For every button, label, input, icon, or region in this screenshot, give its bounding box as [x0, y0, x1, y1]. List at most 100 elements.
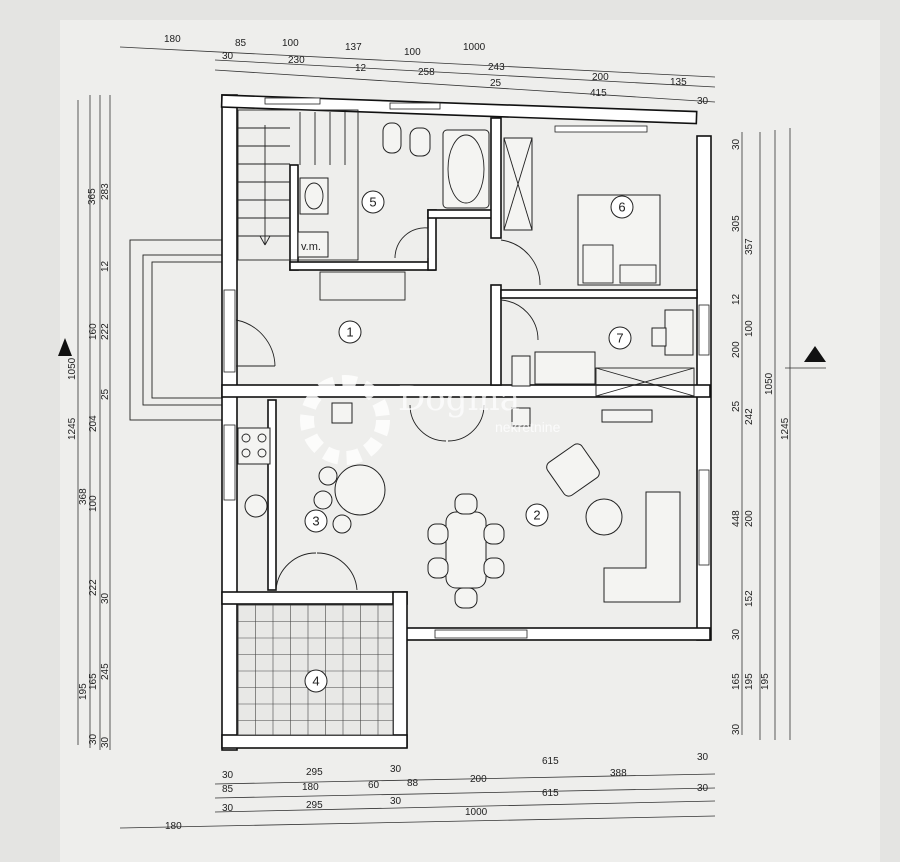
dimension-label: 30: [697, 752, 709, 763]
windows: [223, 97, 710, 639]
dimension-label: 222: [100, 323, 111, 340]
dimension-label: 25: [490, 78, 502, 89]
bathroom-fixtures: [297, 122, 490, 259]
dimension-label: 30: [222, 803, 234, 814]
dimension-label: 195: [760, 673, 771, 690]
dimension-label: 305: [731, 215, 742, 232]
dimension-label: 25: [731, 400, 742, 412]
dimension-label: 1050: [67, 357, 78, 380]
dimension-label: 30: [697, 96, 709, 107]
dimension-label: 1245: [780, 417, 791, 440]
dimension-label: 30: [100, 736, 111, 748]
dimension-lines: [77, 46, 791, 829]
dimension-label: 195: [78, 683, 89, 700]
dimension-label: 295: [306, 800, 323, 811]
dimension-label: 30: [731, 723, 742, 735]
dimension-label: 12: [100, 260, 111, 272]
dimension-label: 30: [731, 628, 742, 640]
dimension-label: 165: [731, 673, 742, 690]
walls: [220, 94, 712, 751]
dimension-label: 368: [78, 488, 89, 505]
dimension-label: 85: [235, 38, 247, 49]
watermark-logo-icon: [300, 375, 390, 465]
dimension-label: 30: [731, 138, 742, 150]
room-label-4: 4: [304, 669, 328, 693]
dimension-label: 180: [164, 34, 181, 45]
room-number: 2: [533, 508, 540, 523]
kitchen-furniture: [237, 402, 485, 591]
dimension-label: 30: [100, 592, 111, 604]
dimension-label: 448: [731, 510, 742, 527]
dimension-label: 415: [590, 88, 607, 99]
dining-set: [427, 493, 505, 609]
dimension-label: 204: [88, 415, 99, 432]
dimension-label: 85: [222, 784, 234, 795]
dimension-label: 200: [470, 774, 487, 785]
watermark-brand: Dogma: [398, 379, 520, 419]
dimension-label: 615: [542, 756, 559, 767]
dimension-label: 25: [100, 388, 111, 400]
watermark-sub: nekretnine: [495, 419, 561, 435]
dimension-label: 245: [100, 663, 111, 680]
wc-label: v.m.: [301, 241, 321, 253]
watermark: Dogma nekretnine: [300, 375, 561, 465]
dimension-label: 165: [88, 673, 99, 690]
room-number: 7: [616, 331, 623, 346]
room-number: 3: [312, 514, 319, 529]
dimension-label: 100: [88, 495, 99, 512]
room-label-3: 3: [304, 509, 328, 533]
room-labels: 1 2 3 4 5 6 7 v.m.: [301, 190, 634, 693]
dimension-label: 135: [670, 77, 687, 88]
tile-grid: [237, 604, 393, 735]
dimension-label: 100: [404, 47, 421, 58]
dimension-label: 152: [744, 590, 755, 607]
dimension-label: 30: [390, 764, 402, 775]
room-number: 5: [369, 195, 376, 210]
dimension-label: 30: [222, 51, 234, 62]
dimension-label: 1245: [67, 417, 78, 440]
dimension-label: 12: [731, 293, 742, 305]
dimension-label: 357: [744, 238, 755, 255]
room-7-furniture: [500, 299, 695, 397]
dimension-label: 60: [368, 780, 380, 791]
dimension-label: 1000: [463, 42, 486, 53]
room-label-5: 5: [361, 190, 385, 214]
hall-fixtures: [235, 271, 406, 367]
dimension-label: 1000: [465, 807, 488, 818]
dimension-label: 30: [222, 770, 234, 781]
room-label-1: 1: [338, 320, 362, 344]
room-label-6: 6: [610, 195, 634, 219]
dimension-label: 100: [744, 320, 755, 337]
room-number: 6: [618, 200, 625, 215]
dimension-label: 180: [302, 782, 319, 793]
dimension-label: 160: [88, 323, 99, 340]
dimension-label: 1050: [764, 372, 775, 395]
dimension-label: 230: [288, 55, 305, 66]
staircase: [237, 109, 359, 261]
dimension-label: 295: [306, 767, 323, 778]
dimension-label: 365: [87, 188, 98, 205]
room-number: 4: [312, 674, 319, 689]
section-marker-left: [58, 338, 72, 356]
dimension-label: 200: [744, 510, 755, 527]
dimension-label: 195: [744, 673, 755, 690]
dimension-label: 615: [542, 788, 559, 799]
dimension-label: 258: [418, 67, 435, 78]
section-marker-right: [785, 346, 826, 369]
dimension-label: 30: [697, 783, 709, 794]
living-furniture: [511, 407, 681, 603]
dimension-label: 243: [488, 62, 505, 73]
dimension-label: 100: [282, 38, 299, 49]
dimension-label: 222: [88, 579, 99, 596]
dimension-label: 283: [100, 183, 111, 200]
dimension-label: 180: [165, 821, 182, 832]
dimension-label: 30: [88, 733, 99, 745]
dimension-label: 200: [592, 72, 609, 83]
dimension-label: 242: [744, 408, 755, 425]
room-number: 1: [346, 325, 353, 340]
dimension-label: 200: [731, 341, 742, 358]
room-label-2: 2: [525, 503, 549, 527]
room-label-7: 7: [608, 326, 632, 350]
